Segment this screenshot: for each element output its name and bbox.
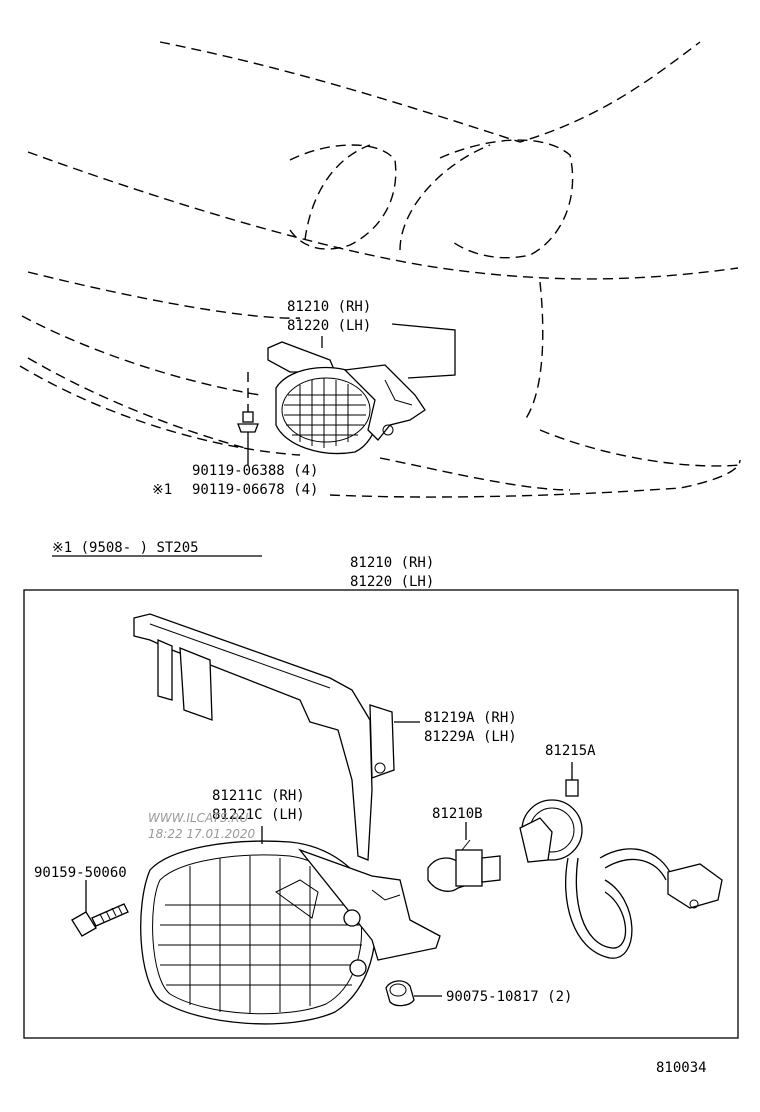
label-bracket-rh: 81219A (RH) — [424, 710, 517, 726]
label-bottom-lh: 81220 (LH) — [350, 574, 434, 590]
bolt-top — [237, 411, 259, 465]
label-top-lh: 81220 (LH) — [287, 318, 371, 334]
label-lens-lh: 81221C (LH) — [212, 807, 305, 823]
bulb-81210B — [427, 839, 501, 892]
label-lens-rh: 81211C (RH) — [212, 788, 305, 804]
fog-lamp-assembly-top — [267, 341, 426, 455]
fog-lamp-housing — [140, 840, 441, 1025]
label-clip: 90075-10817 (2) — [446, 989, 572, 1005]
headlight-outline — [289, 139, 574, 259]
label-socket: 81215A — [545, 743, 596, 759]
screw-90159 — [71, 903, 129, 937]
label-bolt-1: 90119-06388 (4) — [192, 463, 318, 479]
label-top-rh: 81210 (RH) — [287, 299, 371, 315]
note-text: ※1 (9508- ) ST205 — [52, 540, 199, 556]
detail-frame — [23, 589, 739, 1039]
label-bolt-2: 90119-06678 (4) — [192, 482, 318, 498]
bracket-81219A — [133, 613, 395, 861]
socket-81215A — [519, 779, 723, 959]
clip-90075 — [385, 980, 415, 1007]
watermark-timestamp: 18:22 17.01.2020 — [148, 827, 255, 841]
watermark-site: WWW.ILCATS.RU — [148, 811, 248, 825]
car-body-outline — [19, 41, 741, 498]
label-bottom-rh: 81210 (RH) — [350, 555, 434, 571]
label-bracket-lh: 81229A (LH) — [424, 729, 517, 745]
leader-lamp-top — [391, 323, 456, 379]
label-screw: 90159-50060 — [34, 865, 127, 881]
label-note-mark: ※1 — [152, 482, 172, 498]
label-bulb: 81210B — [432, 806, 483, 822]
diagram-number: 810034 — [656, 1060, 707, 1076]
